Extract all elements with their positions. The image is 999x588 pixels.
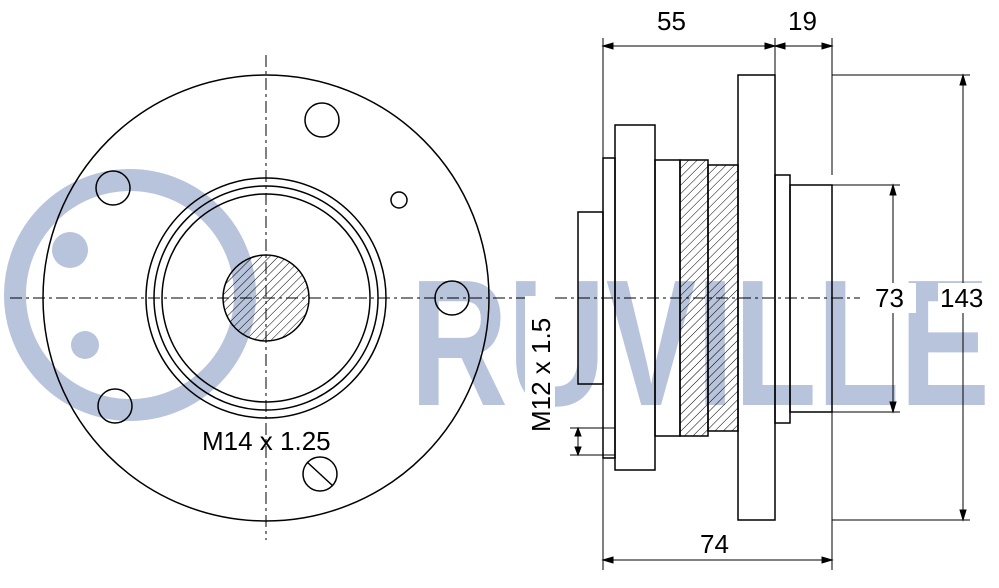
arrowhead (574, 446, 582, 457)
arrowhead (601, 42, 614, 50)
dim-label-74: 74 (700, 529, 729, 559)
arrowhead (574, 426, 582, 437)
arrowhead (959, 509, 967, 522)
watermark-logo-dot (71, 331, 99, 359)
dim-label-73: 73 (875, 283, 904, 313)
bolt-hole (304, 102, 340, 138)
front-thread-label: M14 x 1.25 (202, 426, 331, 456)
arrowhead (889, 401, 897, 414)
watermark-logo-ring (4, 169, 256, 421)
arrowhead (889, 183, 897, 196)
ruville-watermark: RUVILLE (4, 169, 990, 444)
dim-label-73-bg (872, 283, 916, 313)
arrowhead (821, 42, 834, 50)
side-thread-label-bg (525, 296, 555, 434)
arrowhead (959, 73, 967, 86)
dim-label-143-bg (938, 283, 990, 313)
dim-label-19: 19 (788, 6, 817, 36)
bolt-hole (97, 388, 133, 424)
arrowhead (821, 556, 834, 564)
arrowhead (601, 556, 614, 564)
hole-diameter-mark (306, 461, 334, 487)
side-thread-label: M12 x 1.5 (526, 318, 556, 432)
small-pin-hole (390, 191, 408, 209)
bolt-hole (95, 170, 131, 206)
front-centerlines (10, 55, 540, 540)
arrowhead (773, 42, 786, 50)
arrowhead (764, 42, 777, 50)
dim-label-55: 55 (657, 6, 686, 36)
dim-label-143: 143 (940, 283, 983, 313)
bolt-hole (302, 456, 338, 492)
watermark-logo-dot (52, 232, 88, 268)
